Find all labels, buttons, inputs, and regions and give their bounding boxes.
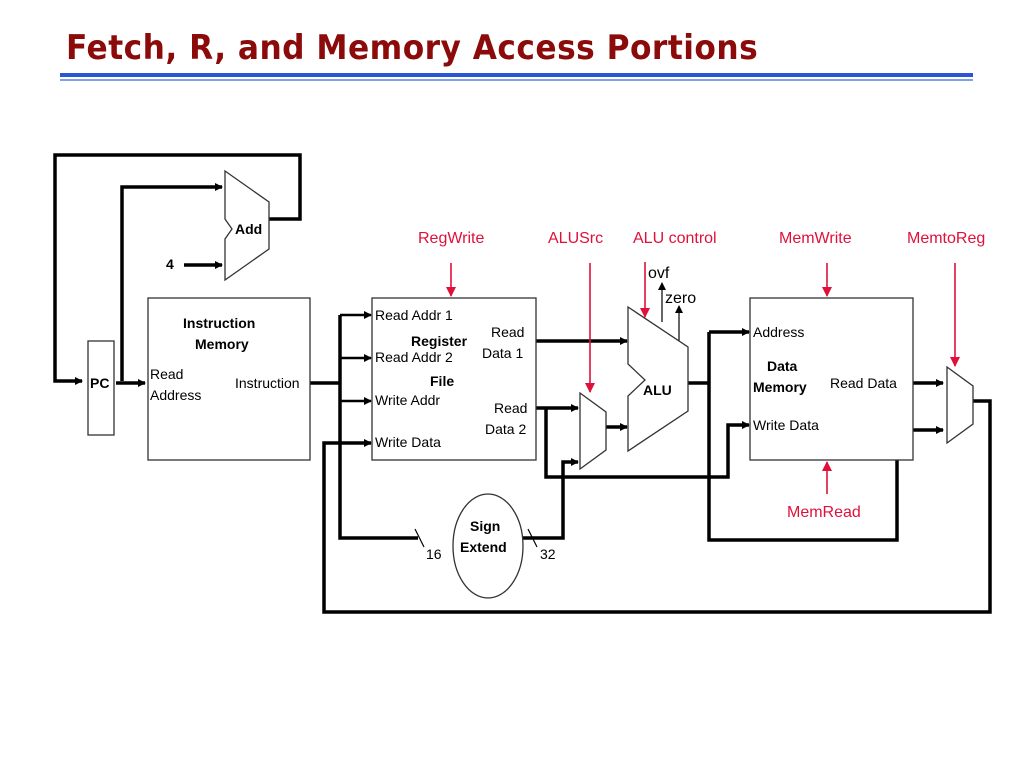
alusrc-mux (579, 391, 607, 471)
alu-ovf-label: ovf (648, 265, 670, 282)
bus-width-tick-16 (414, 528, 425, 548)
signext-label-2: Extend (460, 539, 507, 555)
dmem-address-label: Address (753, 324, 804, 340)
register-file (371, 297, 537, 461)
dmem-title-1: Data (767, 358, 798, 374)
adder-const-4: 4 (166, 256, 174, 272)
title-underline (60, 73, 973, 77)
signext-out-width: 32 (540, 546, 556, 562)
alu-unit (627, 305, 689, 453)
memtoreg-mux (946, 365, 974, 445)
signext-label-1: Sign (470, 518, 500, 534)
regfile-read-data1-b: Data 1 (482, 345, 523, 361)
wire-pc-to-adder (120, 183, 223, 381)
adder-label: Add (235, 221, 262, 237)
imem-address-label: Address (150, 387, 201, 403)
control-memread: MemRead (787, 504, 861, 521)
data-memory (749, 297, 914, 461)
alu-label: ALU (643, 382, 672, 398)
sign-extend-unit (452, 493, 524, 599)
regfile-read-addr-2: Read Addr 2 (375, 349, 453, 365)
wire-writeback (322, 399, 992, 614)
dmem-read-data-label: Read Data (830, 375, 897, 391)
alu-zero-label: zero (665, 290, 696, 307)
slide-title: Fetch, R, and Memory Access Portions (66, 28, 759, 68)
pc-register (87, 340, 115, 436)
regfile-read-data2-b: Data 2 (485, 421, 526, 437)
wire-instruction-bus (338, 315, 418, 540)
control-alu-control: ALU control (633, 230, 717, 247)
dmem-write-data-label: Write Data (753, 417, 819, 433)
signext-in-width: 16 (426, 546, 442, 562)
control-alusrc: ALUSrc (548, 230, 603, 247)
regfile-read-data1-a: Read (491, 324, 524, 340)
title-underline-secondary (60, 79, 973, 81)
regfile-title-2: File (430, 373, 454, 389)
wire-adder-to-pc (53, 153, 302, 385)
pc-label: PC (90, 375, 109, 391)
regfile-read-addr-1: Read Addr 1 (375, 307, 453, 323)
imem-read-label: Read (150, 366, 183, 382)
control-memwrite: MemWrite (779, 230, 852, 247)
imem-title-1: Instruction (183, 315, 255, 331)
dmem-title-2: Memory (753, 379, 807, 395)
regfile-write-data: Write Data (375, 434, 441, 450)
instruction-memory (147, 297, 311, 461)
wire-read-data2-to-dmem (544, 408, 750, 479)
regfile-title-1: Register (411, 333, 468, 349)
regfile-read-data2-a: Read (494, 400, 527, 416)
imem-instruction-label: Instruction (235, 375, 300, 391)
bus-width-tick-32 (527, 528, 538, 548)
imem-title-2: Memory (195, 336, 249, 352)
control-memtoreg: MemtoReg (907, 230, 985, 247)
regfile-write-addr: Write Addr (375, 392, 440, 408)
adder-unit (224, 169, 270, 282)
control-regwrite: RegWrite (418, 230, 484, 247)
wire-signext-to-mux (518, 458, 579, 540)
